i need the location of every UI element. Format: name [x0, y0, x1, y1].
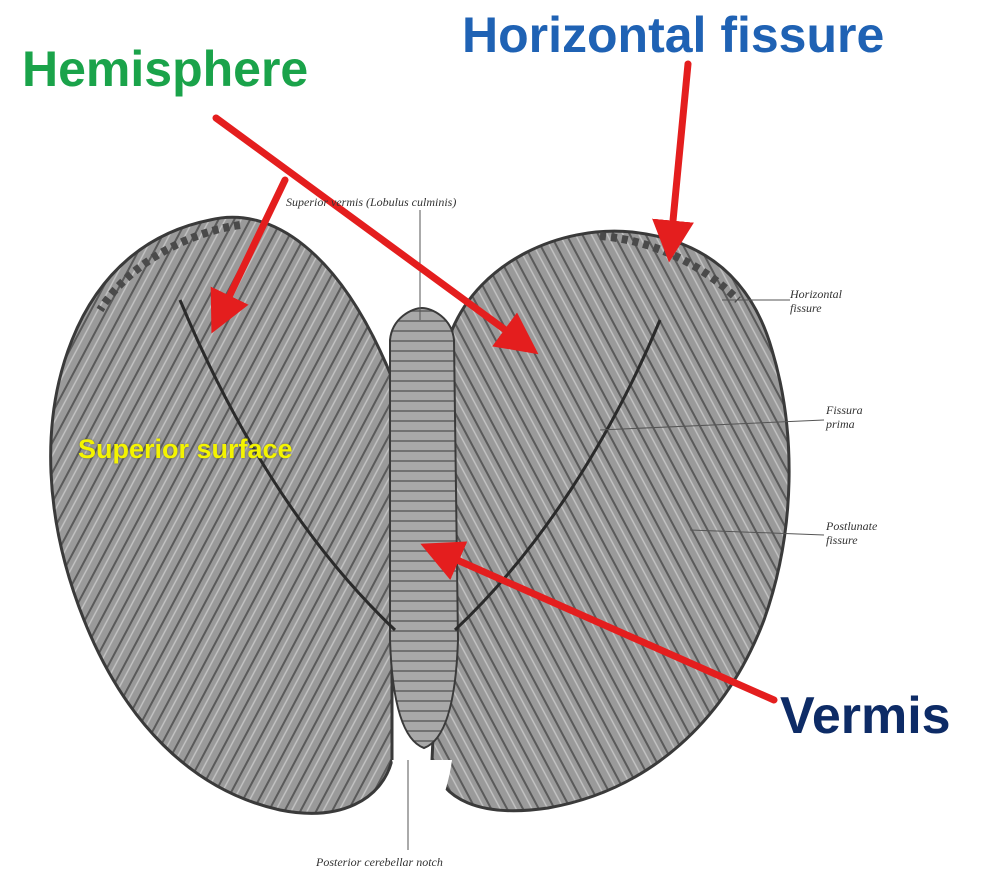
hemisphere-label: Hemisphere [22, 44, 308, 94]
horizontal-fissure-caption: Horizontal fissure [790, 288, 870, 316]
posterior-notch-caption: Posterior cerebellar notch [316, 856, 443, 870]
superior-surface-label: Superior surface [78, 436, 293, 463]
arrow-horizontal-fissure [670, 64, 688, 252]
posterior-notch [392, 760, 452, 840]
vermis-structure [390, 308, 458, 748]
fissura-prima-caption: Fissura prima [826, 404, 886, 432]
superior-vermis-caption: Superior vermis (Lobulus culminis) [286, 196, 456, 210]
horizontal-fissure-label: Horizontal fissure [462, 10, 884, 60]
postlunate-fissure-caption: Postlunate fissure [826, 520, 886, 548]
vermis-label: Vermis [780, 690, 951, 742]
